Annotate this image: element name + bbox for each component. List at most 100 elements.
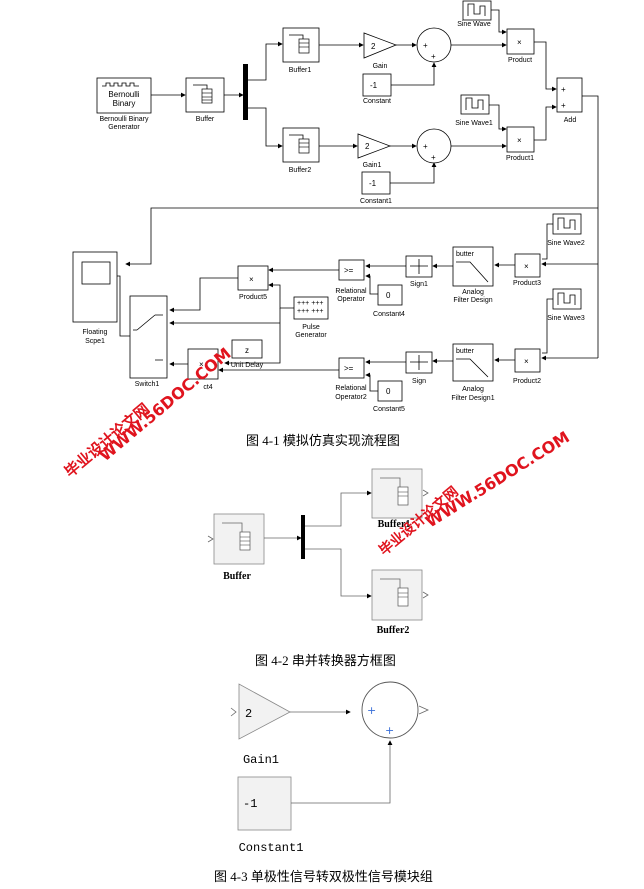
constant1-block[interactable]: -1 — [361, 171, 391, 195]
fig3-sum-block[interactable]: + + — [361, 681, 429, 739]
product5-label: Product5 — [239, 294, 267, 301]
svg-text:-1: -1 — [370, 81, 378, 90]
svg-text:0: 0 — [386, 291, 391, 300]
product2-block[interactable]: × — [514, 348, 541, 373]
fig2-buffer-label: Buffer — [223, 571, 251, 582]
gain1-block[interactable]: 2 — [357, 133, 392, 159]
svg-text:butter: butter — [456, 251, 475, 258]
svg-text:+++ +++: +++ +++ — [297, 308, 323, 315]
relational-operator-block[interactable]: >= — [338, 259, 365, 281]
buffer-block[interactable] — [185, 77, 225, 113]
floating-scope-label-2: Scpe1 — [85, 338, 105, 345]
sine-wave-block[interactable] — [462, 0, 492, 21]
buffer1-icon — [298, 38, 310, 54]
constant-label: Constant — [363, 98, 391, 105]
buffer1-block[interactable] — [282, 27, 320, 63]
fig2-buffer1-label: Buffer1 — [378, 519, 411, 530]
sign1-label: Sign1 — [410, 281, 428, 288]
constant-block[interactable]: -1 — [362, 73, 392, 97]
svg-text:×: × — [249, 275, 254, 284]
analog-filter-label-2: Filter Design — [453, 297, 492, 304]
buffer-icon — [201, 88, 213, 104]
gain-label: Gain — [373, 63, 388, 70]
sine-wave3-block[interactable] — [552, 288, 582, 310]
fig2-buffer1-block[interactable] — [371, 468, 429, 519]
figure-4-1-caption: 图 4-1 模拟仿真实现流程图 — [246, 433, 400, 448]
svg-text:+: + — [423, 41, 428, 50]
svg-text:>=: >= — [344, 266, 354, 275]
figure-4-2: Buffer Buffer1 Buffer2 — [207, 468, 429, 636]
product-label: Product — [508, 57, 532, 64]
demux-bar[interactable] — [243, 64, 248, 120]
product-block[interactable]: × — [506, 28, 535, 55]
fig3-constant-block[interactable]: -1 — [237, 776, 292, 831]
constant4-label: Constant4 — [373, 311, 405, 318]
svg-text:+: + — [423, 142, 428, 151]
constant4-block[interactable]: 0 — [377, 284, 403, 306]
pulse-wave-icon — [102, 82, 139, 87]
add-block[interactable]: + + — [556, 77, 583, 113]
svg-text:butter: butter — [456, 348, 475, 355]
product1-block[interactable]: × — [506, 126, 535, 153]
svg-text:×: × — [517, 136, 522, 145]
sine-wave1-block[interactable] — [460, 94, 490, 115]
pulse-generator-block[interactable]: +++ +++ +++ +++ — [293, 296, 329, 320]
product3-block[interactable]: × — [514, 253, 541, 278]
sign-label: Sign — [412, 378, 426, 385]
analog-filter-label-1: Analog — [462, 289, 484, 296]
svg-text:+: + — [561, 85, 566, 94]
svg-text:Bernoulli: Bernoulli — [108, 90, 139, 99]
constant5-label: Constant5 — [373, 406, 405, 413]
sine-wave2-block[interactable] — [552, 213, 582, 235]
analog-filter-design1-block[interactable]: butter — [452, 343, 494, 382]
sine-wave-label: Sine Wave — [457, 21, 491, 28]
product4-label: ct4 — [203, 384, 212, 391]
fig3-gain-block[interactable]: 2 — [238, 683, 291, 740]
pulse-generator-label-1: Pulse — [302, 324, 320, 331]
bernoulli-generator-block[interactable]: Bernoulli Binary — [96, 77, 152, 114]
relational-operator2-block[interactable]: >= — [338, 357, 365, 379]
svg-text:毕业设计论文网: 毕业设计论文网 — [61, 400, 153, 481]
figure-4-2-caption: 图 4-2 串并转换器方框图 — [255, 653, 396, 668]
buffer1-label: Buffer1 — [289, 67, 312, 74]
fig2-buffer-block[interactable] — [207, 513, 265, 565]
scope-screen-icon — [81, 261, 111, 285]
relational-operator-label-2: Operator — [337, 296, 365, 303]
svg-text:0: 0 — [386, 387, 391, 396]
fig2-buffer2-block[interactable] — [371, 569, 429, 621]
switch1-block[interactable] — [129, 295, 168, 379]
relational-operator2-label-1: Relational — [335, 385, 367, 392]
sine-wave3-label: Sine Wave3 — [547, 315, 585, 322]
buffer2-label: Buffer2 — [289, 167, 312, 174]
relational-operator2-label-2: Operator2 — [335, 394, 367, 401]
svg-text:2: 2 — [245, 707, 252, 721]
sign-block[interactable] — [405, 351, 433, 374]
floating-scope-block[interactable] — [72, 251, 118, 323]
unit-delay-block[interactable]: z — [231, 339, 263, 359]
gain-block[interactable]: 2 — [363, 32, 398, 59]
figure-4-3-caption: 图 4-3 单极性信号转双极性信号模块组 — [214, 869, 433, 884]
figure-4-1: Bernoulli Binary Bernoulli Binary Genera… — [72, 0, 599, 413]
constant5-block[interactable]: 0 — [377, 380, 403, 402]
buffer2-block[interactable] — [282, 127, 320, 163]
sum-block-1[interactable]: + + — [416, 27, 452, 63]
sine-wave2-icon — [557, 217, 576, 230]
analog-filter-design-block[interactable]: butter — [452, 246, 494, 287]
unit-delay-label: Unit Delay — [231, 362, 264, 369]
sign1-block[interactable] — [405, 255, 433, 278]
figure-4-3: 2 Gain1 + + -1 Constant1 — [230, 681, 429, 855]
sine-wave1-icon — [465, 97, 484, 110]
gain1-label: Gain1 — [363, 162, 382, 169]
svg-text:+: + — [367, 704, 376, 717]
watermark-2: 毕业设计论文网 — [61, 400, 153, 481]
pulse-generator-label-2: Generator — [295, 332, 327, 339]
svg-text:Binary: Binary — [113, 99, 136, 108]
sum-block-2[interactable]: + + — [416, 128, 452, 164]
analog-filter1-label-1: Analog — [462, 386, 484, 393]
fig2-demux-bar[interactable] — [301, 515, 305, 559]
relational-operator-label-1: Relational — [335, 288, 367, 295]
product5-block[interactable]: × — [237, 265, 269, 291]
fig3-gain-label: Gain1 — [243, 753, 279, 767]
svg-text:z: z — [245, 346, 249, 355]
